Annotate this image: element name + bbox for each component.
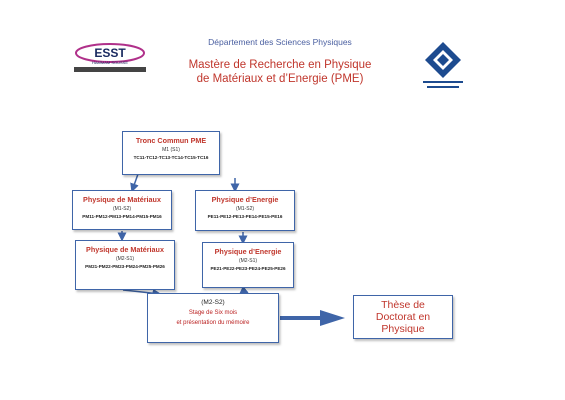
energie-m2-courses: PE21-PE22-PE23-PE24-PE25-PE26	[210, 266, 286, 271]
esst-logo-text: ESST	[94, 46, 126, 60]
stage-line2: et présentation du mémoire	[176, 320, 250, 326]
energie-m2-semester: (M2-S1)	[238, 258, 258, 264]
tronc-commun-title: Tronc Commun PME	[135, 136, 207, 145]
esst-logo-subtext: HAMMAM SOUSSE	[92, 60, 128, 65]
materiaux-m2-courses: PM21-PM22-PM23-PM24-PM25-PM26	[85, 264, 165, 269]
materiaux-m2-box: Physique de Matériaux (M2-S1) PM21-PM22-…	[75, 240, 175, 290]
university-logo	[417, 40, 469, 92]
materiaux-m1-box: Physique de Matériaux (M1-S2) PM11-PM12-…	[72, 190, 172, 230]
stage-box: (M2-S2) Stage de Six mois et présentatio…	[147, 293, 279, 343]
program-title: Mastère de Recherche en Physique de Maté…	[150, 58, 410, 86]
materiaux-m2-semester: (M2-S1)	[115, 256, 135, 262]
arrow-stage-to-these	[280, 310, 345, 326]
these-line1: Thèse de	[381, 299, 425, 311]
these-box: Thèse de Doctorat en Physique	[353, 295, 453, 339]
energie-m1-title: Physique d’Energie	[211, 195, 279, 204]
energie-m1-box: Physique d’Energie (M1-S2) PE11-PE12-PE1…	[195, 190, 295, 231]
program-title-line1: Mastère de Recherche en Physique	[188, 59, 372, 71]
energie-m2-title: Physique d’Energie	[214, 247, 282, 256]
these-line3: Physique	[381, 323, 425, 335]
materiaux-m2-title: Physique de Matériaux	[86, 245, 164, 254]
arrow-tronc-to-mat1	[130, 173, 139, 193]
tronc-commun-box: Tronc Commun PME M1 (S1) TC11-TC12-TC13-…	[122, 131, 220, 175]
program-title-line2: de Matériaux et d’Energie (PME)	[196, 73, 364, 85]
energie-m2-box: Physique d’Energie (M2-S1) PE21-PE22-PE2…	[202, 242, 294, 288]
department-title: Département des Sciences Physiques	[208, 37, 352, 47]
tronc-commun-courses: TC11-TC12-TC13-TC14-TC15-TC16	[133, 155, 209, 160]
stage-semester: (M2-S2)	[201, 299, 225, 306]
materiaux-m1-semester: (M1-S2)	[112, 206, 132, 212]
energie-m1-semester: (M1-S2)	[235, 206, 255, 212]
energie-m1-courses: PE11-PE12-PE13-PE14-PE15-PE16	[207, 214, 283, 219]
tronc-commun-semester: M1 (S1)	[162, 147, 180, 153]
esst-logo: ESST HAMMAM SOUSSE	[72, 41, 148, 75]
stage-line1: Stage de Six mois	[188, 310, 238, 316]
materiaux-m1-title: Physique de Matériaux	[83, 195, 161, 204]
these-line2: Doctorat en	[375, 311, 431, 323]
materiaux-m1-courses: PM11-PM12-PM13-PM14-PM15-PM16	[82, 214, 162, 219]
